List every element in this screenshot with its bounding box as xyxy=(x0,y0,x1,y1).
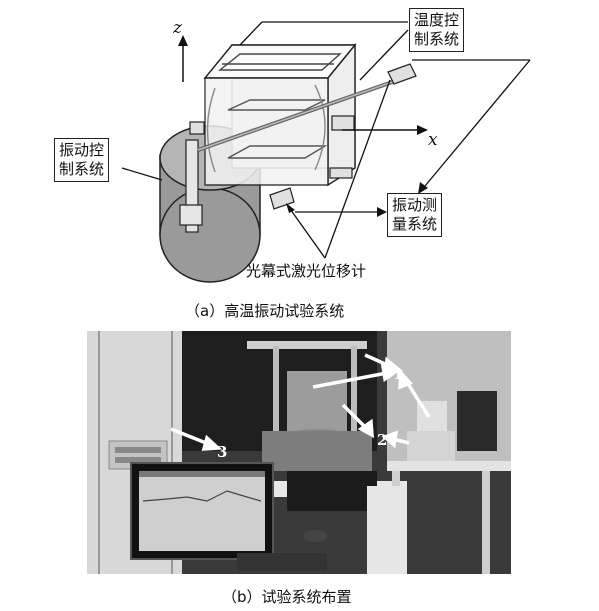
photo-marker-1: 1 xyxy=(393,365,404,383)
photo-marker-2: 2 xyxy=(377,431,388,449)
x-axis-label: x xyxy=(428,130,438,150)
z-axis-label: z xyxy=(173,18,182,38)
shaker-armature xyxy=(179,139,203,233)
vibration-measure-line-1: 振动测 xyxy=(392,196,438,214)
leader-arrowheads xyxy=(286,182,428,217)
temp-control-line-1: 温度控 xyxy=(414,11,460,29)
z-axis xyxy=(178,35,188,82)
laser-sensor-label: 光幕式激光位移计 xyxy=(246,262,367,280)
specimen-beam xyxy=(197,78,399,152)
leader-lines xyxy=(121,21,531,259)
lab-photo: 1 2 3 xyxy=(87,331,511,574)
clamp-blocks xyxy=(189,63,417,210)
vibration-control-label: 振动控 制系统 xyxy=(54,138,110,182)
lab-photo-scene xyxy=(87,331,511,574)
furnace-box xyxy=(203,43,357,187)
photo-marker-3: 3 xyxy=(217,443,228,461)
vibration-control-line-1: 振动控 xyxy=(59,141,105,159)
caption-a: （a）高温振动试验系统 xyxy=(185,302,345,320)
caption-b: （b）试验系统布置 xyxy=(222,588,352,606)
vibration-measure-label: 振动测 量系统 xyxy=(387,193,443,237)
photo-arrows xyxy=(170,353,431,451)
x-axis xyxy=(342,125,428,135)
temp-control-label: 温度控 制系统 xyxy=(409,8,465,52)
temp-control-line-2: 制系统 xyxy=(414,30,460,48)
vibration-control-line-2: 制系统 xyxy=(59,160,105,178)
vibration-measure-line-2: 量系统 xyxy=(392,215,438,233)
